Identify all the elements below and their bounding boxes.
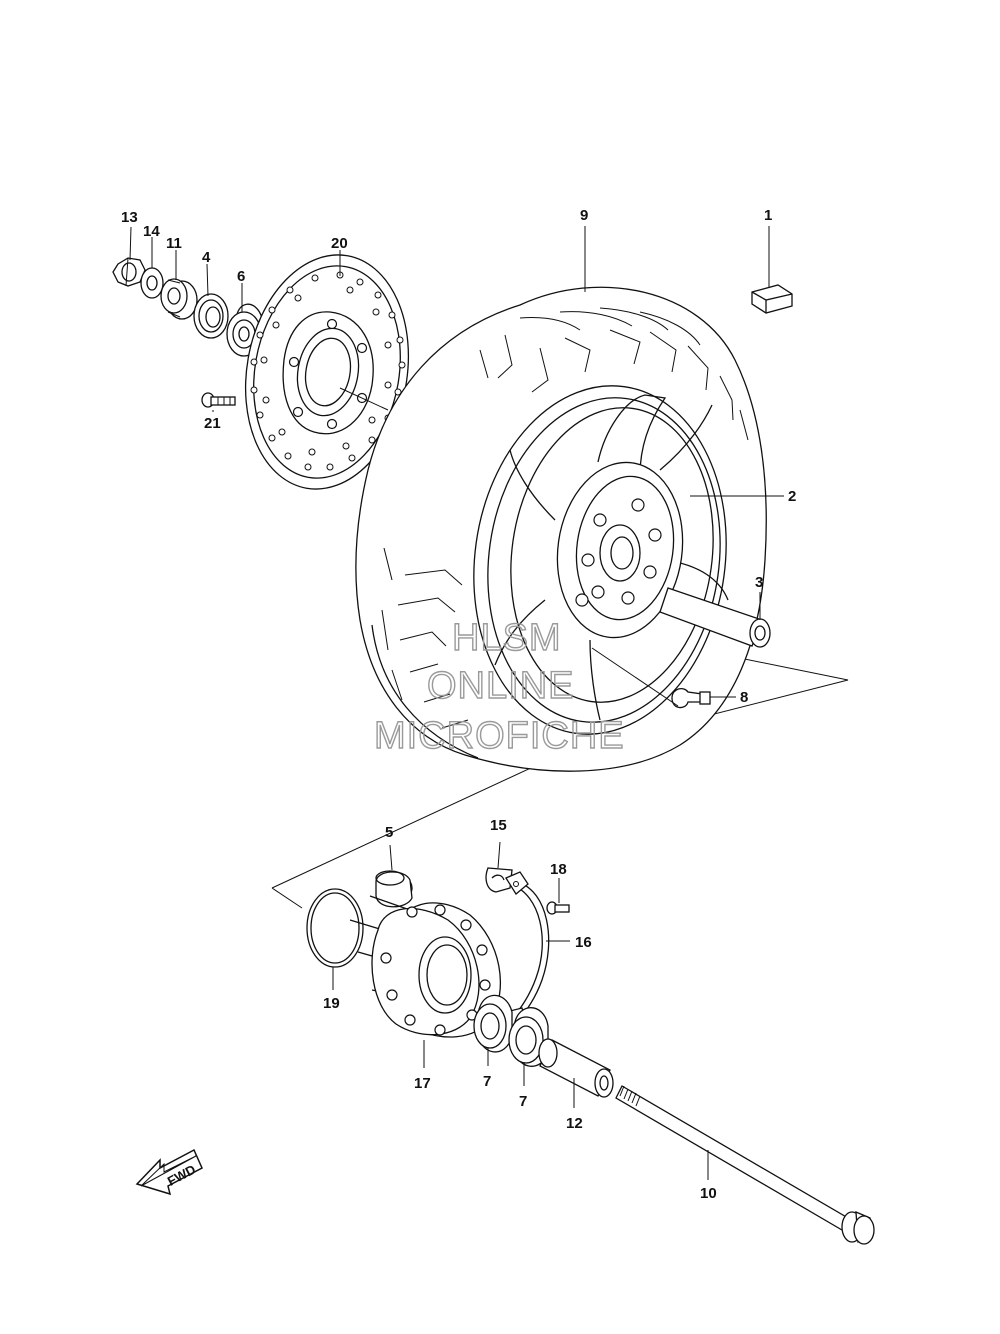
tire-tread	[381, 307, 749, 729]
callout-10: 10	[700, 1185, 717, 1202]
callout-3: 3	[755, 574, 763, 591]
air-valve[interactable]	[671, 687, 711, 709]
callout-18: 18	[550, 861, 567, 878]
tire[interactable]	[355, 286, 767, 772]
callout-2: 2	[788, 488, 796, 505]
callout-12: 12	[566, 1115, 583, 1132]
watermark-line3: MICROFICHE	[374, 715, 625, 757]
callout-21: 21	[204, 415, 221, 432]
callout-17: 17	[414, 1075, 431, 1092]
spacer-collar[interactable]	[160, 278, 198, 320]
disc-bolt[interactable]	[201, 392, 236, 408]
callout-4: 4	[202, 249, 211, 266]
watermark-line2: ONLINE	[427, 665, 574, 707]
callout-20: 20	[331, 235, 348, 252]
washer[interactable]	[140, 267, 164, 299]
callout-15: 15	[490, 817, 507, 834]
callout-14: 14	[143, 223, 160, 240]
callout-7b: 7	[519, 1093, 527, 1110]
oil-seal[interactable]	[193, 293, 229, 339]
hub-damper[interactable]	[375, 870, 413, 908]
balance-weight[interactable]	[751, 284, 793, 314]
circlip[interactable]	[505, 871, 550, 1027]
watermark-line1: HLSM	[452, 617, 562, 659]
callout-11: 11	[166, 235, 182, 252]
callout-7a: 7	[483, 1073, 491, 1090]
hub-bolts	[575, 498, 662, 607]
axle-shaft[interactable]	[615, 1085, 875, 1245]
leader-lines	[129, 226, 784, 1180]
fwd-direction-arrow: FWD	[135, 1148, 203, 1196]
callout-19: 19	[323, 995, 340, 1012]
callout-8: 8	[740, 689, 748, 706]
callout-9: 9	[580, 207, 588, 224]
lock-bolt[interactable]	[546, 901, 570, 915]
drum-bolt-bosses	[380, 904, 491, 1036]
sprocket-drum[interactable]	[349, 895, 502, 1038]
callout-13: 13	[121, 209, 138, 226]
watermark: HLSM ONLINE MICROFICHE	[373, 616, 625, 757]
callout-6: 6	[237, 268, 245, 285]
wheel-bearing-right-a[interactable]	[473, 994, 513, 1053]
disc-drilled-holes	[250, 271, 406, 471]
o-ring[interactable]	[306, 888, 364, 968]
wheel-spokes	[494, 394, 729, 721]
lock-plate[interactable]	[485, 867, 513, 893]
callout-16: 16	[575, 934, 592, 951]
callout-5: 5	[385, 824, 393, 841]
axle-nut[interactable]	[112, 257, 146, 287]
callout-labels: 13 14 11 4 6 20 21 9 1 2 3 8 5 15 18 16 …	[121, 207, 796, 1202]
brake-disc[interactable]	[228, 242, 427, 502]
callout-1: 1	[764, 207, 772, 224]
axle-spacer[interactable]	[538, 1038, 614, 1098]
